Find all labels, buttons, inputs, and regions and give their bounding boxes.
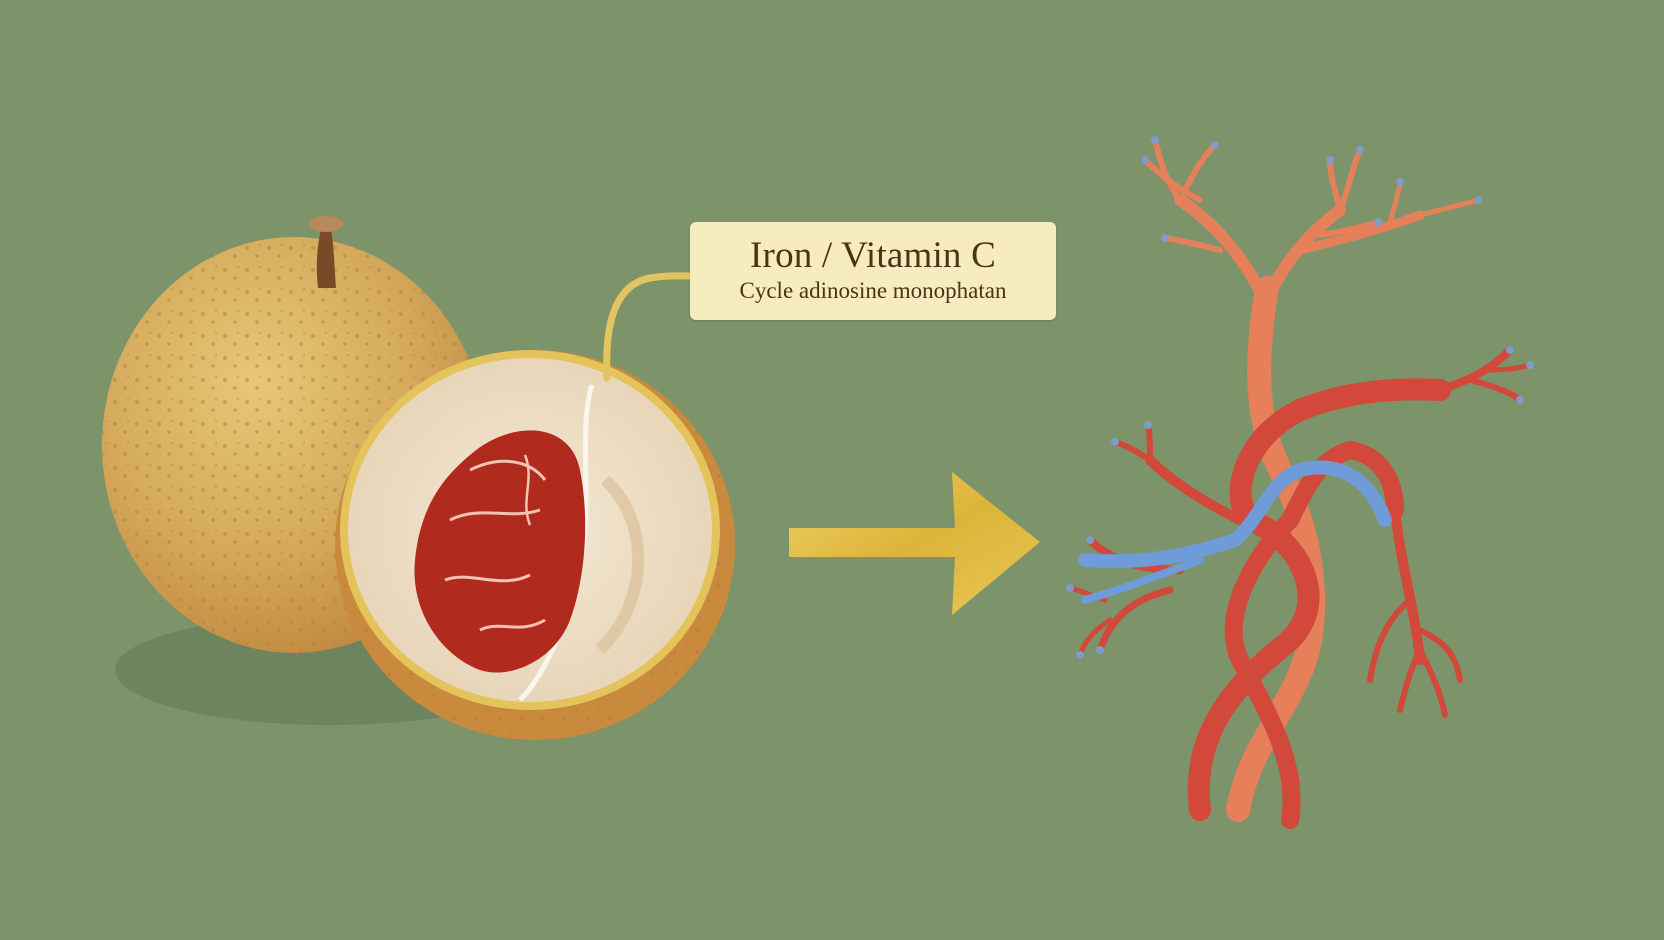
label-connector (603, 272, 696, 382)
label-subtitle: Cycle adinosine monophatan (739, 278, 1007, 303)
arrow-right-icon (789, 472, 1040, 615)
label-title: Iron / Vitamin C (750, 235, 996, 276)
blood-vessel-icon (1066, 136, 1534, 829)
halved-fruit-icon (335, 350, 735, 740)
nutrient-label: Iron / Vitamin C Cycle adinosine monopha… (690, 222, 1056, 320)
red-core-icon (414, 430, 586, 673)
